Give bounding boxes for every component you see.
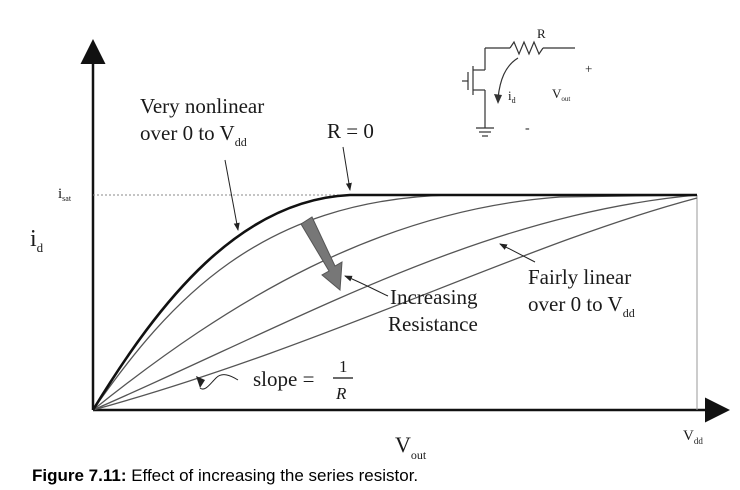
caption-text: Effect of increasing the series resistor… (126, 466, 419, 485)
figure-caption: Figure 7.11: Effect of increasing the se… (32, 466, 418, 486)
r-zero-pointer (342, 146, 352, 191)
linear-label-line2: over 0 to Vdd (528, 292, 635, 320)
inset-vout-label: Vout (552, 86, 570, 103)
slope-label: slope = (253, 367, 314, 391)
increasing-label-line1: Increasing (390, 285, 478, 309)
slope-squiggle (199, 374, 239, 390)
inset-r-label: R (537, 26, 546, 41)
inset-plus-sign: + (585, 61, 592, 76)
curve-resistance-2 (92, 194, 698, 411)
curve-resistance-3 (92, 194, 698, 411)
increasing-label-line2: Resistance (388, 312, 478, 336)
isat-label: isat (58, 186, 72, 203)
curve-resistance-4 (92, 197, 698, 411)
nonlinear-pointer (224, 159, 240, 231)
slope-pointer-head (196, 376, 205, 388)
nonlinear-label-line2: over 0 to Vdd (140, 121, 247, 149)
nonlinear-label-line1: Very nonlinear (140, 94, 264, 118)
linear-label-line1: Fairly linear (528, 265, 631, 289)
slope-denominator: R (335, 384, 347, 403)
inset-id-label: id (508, 88, 516, 105)
inset-minus-sign: - (525, 121, 530, 136)
inset-current-arrowhead (494, 94, 502, 104)
x-axis-label: Vout (395, 432, 427, 462)
increasing-pointer (344, 275, 389, 297)
linear-pointer (499, 243, 536, 263)
y-axis-label: id (30, 226, 44, 255)
inset-circuit (462, 40, 575, 137)
curve-r-zero (91, 193, 697, 411)
increasing-resistance-arrow (300, 216, 343, 292)
slope-numerator: 1 (339, 357, 348, 376)
r-zero-label: R = 0 (327, 119, 374, 143)
curve-resistance-1 (92, 194, 697, 411)
figure-number: Figure 7.11: (32, 466, 127, 485)
vdd-tick-label: Vdd (683, 428, 703, 446)
